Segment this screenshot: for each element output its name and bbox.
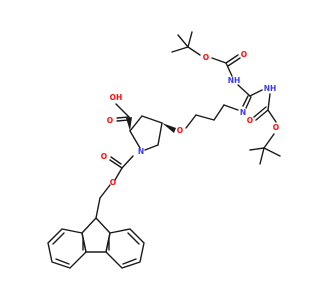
bond [141, 115, 163, 124]
bond [255, 109, 269, 121]
bond [245, 96, 252, 109]
atom-o-right: O [273, 123, 279, 132]
bond [225, 62, 233, 77]
fluorenyl-group [47, 184, 145, 269]
bond [115, 103, 130, 118]
atom-o-carbamate: O [110, 178, 116, 187]
bond [171, 46, 189, 53]
bond [253, 106, 267, 118]
bond [177, 34, 189, 48]
atom-oh: OH [110, 93, 123, 102]
bond [95, 197, 101, 219]
bond [225, 54, 239, 64]
bond [110, 156, 122, 165]
atom-o-top: O [203, 53, 209, 62]
bond [187, 31, 193, 48]
boc-group-top [171, 31, 241, 77]
bond [52, 232, 65, 245]
bond [213, 104, 225, 121]
atom-nh-top: NH [228, 76, 241, 85]
bond [121, 155, 134, 169]
fmoc-carbamate [109, 155, 134, 181]
propyl-ether-chain [162, 104, 239, 133]
atom-nh-right: NH [264, 84, 277, 93]
bond [114, 167, 123, 181]
bond [259, 147, 265, 165]
bond [116, 116, 130, 119]
molecule-diagram: O O N OH O O N NH NH [47, 31, 281, 269]
bond [263, 133, 275, 149]
bond [122, 258, 137, 265]
wedge-bond [162, 123, 176, 133]
bond [263, 147, 281, 157]
atom-o-ether: O [177, 126, 183, 135]
atom-n-ring: N [138, 147, 144, 156]
atom-n-imine: N [240, 108, 246, 117]
boc-group-right [249, 93, 281, 165]
bond [185, 114, 197, 129]
bond [157, 122, 163, 146]
bond [127, 232, 140, 245]
bond [144, 144, 159, 151]
bond [105, 228, 145, 269]
bond [129, 130, 141, 149]
bond [227, 57, 241, 67]
bond [129, 115, 143, 132]
bond [187, 46, 201, 56]
bond [249, 147, 265, 151]
bond [237, 84, 251, 97]
pyrrolidine-ring [129, 115, 163, 151]
bond [81, 217, 97, 234]
bond [211, 57, 227, 64]
structure-svg: O O N OH O O N NH NH [47, 31, 281, 269]
bond [55, 258, 70, 265]
bond [99, 184, 111, 199]
bond [242, 95, 249, 107]
bond [47, 228, 87, 269]
guanidine-core [237, 84, 263, 109]
atom-o-carbamate-double: O [101, 152, 107, 161]
carboxylic-acid [115, 103, 132, 131]
bond [95, 217, 111, 234]
atom-o-acid: O [107, 116, 113, 125]
atom-o-top-double: O [241, 50, 247, 59]
bond [223, 104, 239, 111]
bond [195, 114, 215, 121]
bond [267, 93, 271, 111]
atom-o-right-double: O [247, 116, 253, 125]
bond [109, 159, 123, 169]
bond [116, 119, 130, 122]
bond [249, 89, 263, 97]
bond [267, 109, 277, 123]
